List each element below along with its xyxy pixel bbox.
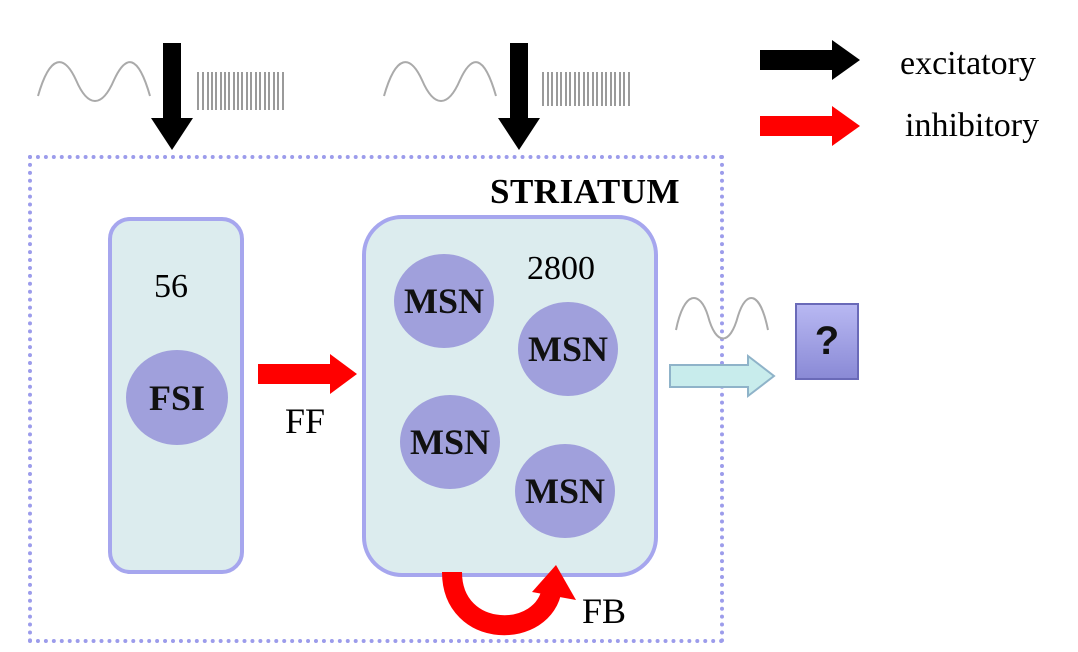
msn-cell-label: MSN xyxy=(528,329,608,369)
feedback-label: FB xyxy=(582,591,627,631)
unknown-output-label: ? xyxy=(814,319,840,363)
legend-excitatory-label: excitatory xyxy=(900,45,1036,82)
legend-inhibitory-arrow-icon xyxy=(760,106,860,146)
excitatory-input-arrow-icon xyxy=(151,43,193,150)
legend-inhibitory-label: inhibitory xyxy=(905,107,1040,144)
msn-cell: MSN xyxy=(394,254,494,348)
fsi-count: 56 xyxy=(154,268,188,305)
input-spike-train-icon xyxy=(197,72,284,110)
unknown-output-box: ? xyxy=(795,303,859,380)
msn-count: 2800 xyxy=(527,250,595,287)
msn-cell-label: MSN xyxy=(525,471,605,511)
output-sine-wave-icon xyxy=(675,297,769,340)
excitatory-input-arrow-icon xyxy=(498,43,540,150)
input-spike-train-icon xyxy=(542,72,630,106)
striatum-boundary xyxy=(28,155,724,643)
fsi-cell: FSI xyxy=(126,350,228,445)
input-sine-wave-icon xyxy=(37,61,151,102)
striatum-title: STRIATUM xyxy=(490,172,681,211)
input-sine-wave-icon xyxy=(383,61,497,102)
feedforward-inhibitory-arrow-icon xyxy=(258,354,357,394)
feedforward-label: FF xyxy=(285,401,326,441)
feedback-arrowhead-icon xyxy=(532,565,576,600)
output-arrow-icon xyxy=(669,353,776,399)
msn-cell: MSN xyxy=(400,395,500,489)
msn-cell-label: MSN xyxy=(404,281,484,321)
msn-cell: MSN xyxy=(518,302,618,396)
fsi-cell-label: FSI xyxy=(148,377,206,418)
msn-cell-label: MSN xyxy=(410,422,490,462)
legend-excitatory-arrow-icon xyxy=(760,40,860,80)
msn-cell: MSN xyxy=(515,444,615,538)
feedback-inhibitory-arrow-icon xyxy=(442,571,562,636)
